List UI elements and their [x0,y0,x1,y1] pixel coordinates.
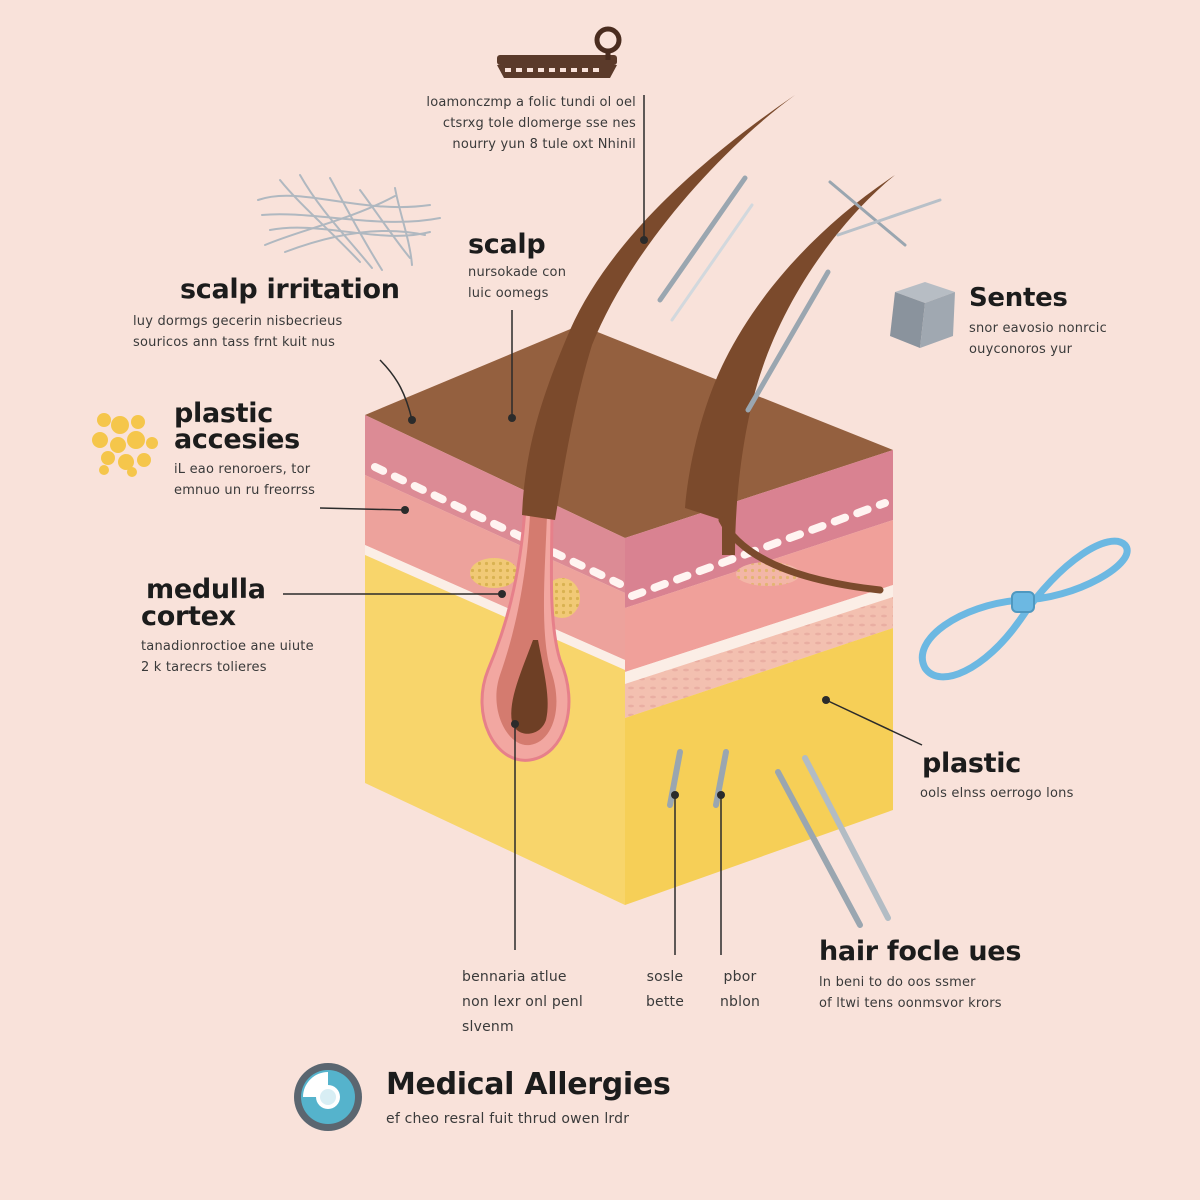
caption-line: emnuo un ru freorrss [174,483,316,498]
needle-icon [657,175,748,303]
sentes-title: Sentes [969,283,1068,313]
scalp-irritation-caption: luy dormgs gecerin nisbecrieus souricos … [133,311,343,353]
bottom-label-a: bennaria atlue non lexr onl penl slvenm [462,965,583,1040]
skin-block [365,325,893,905]
plastic-accessories-title-1: plastic [174,398,273,429]
hair-follicles-title: hair focle ues [819,936,1022,967]
sentes-caption: snor eavosio nonrcic ouyconoros yur [969,318,1107,360]
needle-icons [657,175,942,928]
hair-follicles-caption: ln beni to do oos ssmer of ltwi tens oon… [819,972,1002,1014]
epidermis-layer [365,415,625,593]
top-note: loamonczmp a folic tundi ol oel ctsrxg t… [388,92,636,155]
scalp-irritation-title: scalp irritation [180,274,400,305]
caption-line: ln beni to do oos ssmer [819,975,976,990]
caption-line: luy dormgs gecerin nisbecrieus [133,314,343,329]
dermis-right-white [625,585,893,684]
caption-line: bennaria atlue [462,969,567,985]
caption-line: luic oomegs [468,286,549,301]
scalp-surface [365,325,893,538]
caption-line: sosle [646,969,684,985]
plastic-caption: ools elnss oerrogo lons [920,783,1074,804]
hair-tie-icon [918,537,1131,681]
needle-icon [670,203,754,322]
hair-shaft-left [522,95,795,520]
medulla-cortex-caption: tanadionroctioe ane uiute 2 k tarecrs to… [141,636,314,678]
caption-line: nblon [719,994,761,1010]
dermis-right [625,520,893,672]
dermis-right-grain-texture [625,597,893,718]
top-note-line: ctsrxg tole dlomerge sse nes [442,116,636,131]
caption-line: ouyconoros yur [969,342,1073,357]
caption-line: tanadionroctioe ane uiute [141,639,314,654]
hair-shaft-right [685,175,895,555]
medical-allergies-icon [294,1063,362,1131]
hair-clip-icon [497,26,622,78]
hair-follicle [480,506,571,762]
epidermis-right [625,450,893,608]
dot-row-front [371,463,624,588]
hair-shafts [522,95,895,594]
leader-plastic-accessories [319,507,406,511]
caption-line: souricos ann tass frnt kuit nus [133,335,336,350]
caption-line: bette [645,994,685,1010]
scalp-caption: nursokade con luic oomegs [468,262,566,304]
basement-line [365,545,625,670]
needle-icon [775,769,863,928]
medical-allergies-title: Medical Allergies [386,1067,671,1102]
dot-row-right [628,499,889,600]
plastic-accessories-caption: iL eao renoroers, tor emnuo un ru freorr… [174,459,315,501]
needle-icon [828,180,907,247]
leader-lines [283,95,923,955]
caption-line: of ltwi tens oonmsvor krors [819,996,1002,1011]
needle-icon [745,269,831,413]
leader-dots [401,236,830,799]
bottom-label-b: sosle bette [640,965,690,1015]
medical-allergies-subtitle: ef cheo resral fuit thrud owen lrdr [386,1111,630,1127]
caption-line: nursokade con [468,265,567,280]
gray-cube-icon [890,282,955,348]
gland-left-dots [470,558,518,588]
hair-strands-icon [257,174,441,271]
caption-line: 2 k tarecrs tolieres [141,660,267,675]
bottom-label-c: pbor nblon [712,965,768,1015]
top-note-line: loamonczmp a folic tundi ol oel [426,95,636,110]
caption-line: non lexr onl penl [462,994,583,1010]
top-note-line: nourry yun 8 tule oxt Nhinil [452,137,636,152]
plastic-title: plastic [922,748,1021,779]
hair-bulb [511,640,548,734]
plastic-accessories-title-2: accesies [174,424,300,455]
cortex-title: cortex [141,601,236,632]
caption-line: pbor [723,969,757,985]
needle-icon [836,198,942,237]
caption-line: slvenm [462,1019,514,1035]
needle-icon [802,755,891,921]
medulla-title: medulla [146,574,266,605]
hair-root-right [718,516,884,594]
caption-line: ools elnss oerrogo lons [920,786,1074,801]
caption-line: iL eao renoroers, tor [174,462,311,477]
leader-plastic [825,699,923,746]
caption-line: snor eavosio nonrcic [969,321,1107,336]
leader-scalp-irritation [379,359,413,421]
scalp-title: scalp [468,229,546,260]
pollen-icon [92,413,158,477]
